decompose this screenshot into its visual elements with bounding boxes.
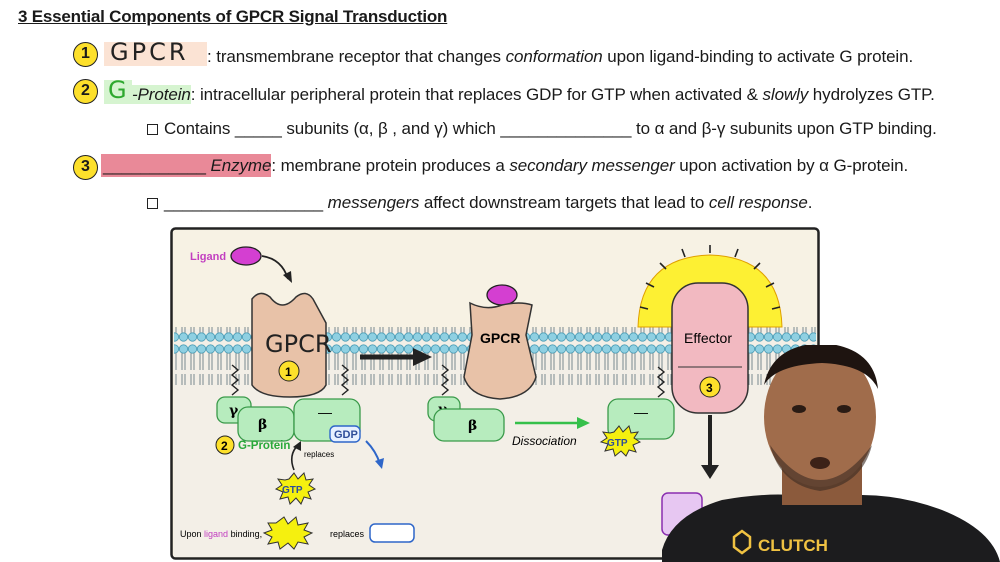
line-1: GPCR : transmembrane receptor that chang… <box>104 38 914 67</box>
gpcr-receptor-1 <box>251 292 327 398</box>
blank-underline: ___________ <box>103 156 206 175</box>
number-badge-2: 2 <box>73 79 98 104</box>
line-3-sub-emphasis: messengers <box>323 193 420 212</box>
line-1-emphasis: conformation <box>505 47 603 66</box>
effector-number-3: 3 <box>706 381 713 395</box>
effector-enzyme <box>671 282 749 414</box>
caption-upon: Upon ligand binding, <box>180 529 262 539</box>
line-2-emphasis: slowly <box>762 85 809 104</box>
line-3: ___________ Enzyme: membrane protein pro… <box>101 154 909 177</box>
shirt-logo-text: CLUTCH <box>758 536 828 555</box>
answer-blank-2: G <box>104 76 132 104</box>
ligand-label: Ligand <box>190 251 226 263</box>
line-3-text: : membrane protein produces a <box>271 156 510 175</box>
gamma-subunit-1: γ <box>229 403 239 419</box>
line-2-text: : intracellular peripheral protein that … <box>190 85 763 104</box>
line-2: G -Protein: intracellular peripheral pro… <box>104 76 935 105</box>
cell-response-emphasis: cell response <box>708 193 808 212</box>
caption-replaces: replaces <box>330 529 365 539</box>
alpha-blank-2: — <box>634 404 648 420</box>
gpcr-receptor-2 <box>463 301 537 400</box>
number-badge-1: 1 <box>73 42 98 67</box>
handwritten-gpcr: GPCR <box>110 38 189 66</box>
dissociation-label: Dissociation <box>512 434 577 448</box>
g-protein-term: -Protein <box>132 85 191 104</box>
enzyme-term: Enzyme <box>205 156 272 175</box>
gpcr-diagram: Ligand GPCR 1 γ β — GDP 2 G-Protein GTP … <box>170 227 820 560</box>
line-3-sub-text: affect downstream targets that lead to <box>419 193 709 212</box>
bullet-square-icon <box>147 124 158 135</box>
replaces-small-label: replaces <box>304 450 334 459</box>
gtp-label-2: GTP <box>607 438 628 449</box>
line-2-sub-text: Contains _____ subunits (α, β , and γ) w… <box>164 119 937 138</box>
line-3-text-end: upon activation by α G-protein. <box>674 156 909 175</box>
effector-label: Effector <box>684 330 732 346</box>
alpha-blank-1: — <box>318 404 332 420</box>
line-3-emphasis: secondary messenger <box>509 156 675 175</box>
line-1-text-end: upon ligand-binding to activate G protei… <box>602 47 914 66</box>
ligand-molecule <box>230 246 262 266</box>
answer-blank-3: ___________ Enzyme <box>101 154 271 177</box>
line-3-sub: _________________ messengers affect down… <box>147 193 812 213</box>
page-title: 3 Essential Components of GPCR Signal Tr… <box>18 7 448 26</box>
line-1-text: : transmembrane receptor that changes <box>207 47 506 66</box>
beta-subunit-2: β <box>468 418 477 434</box>
line-2-sub: Contains _____ subunits (α, β , and γ) w… <box>147 119 937 139</box>
presenter-webcam: CLUTCH <box>662 345 1000 562</box>
gprotein-number-2: 2 <box>221 439 228 453</box>
gpcr-handwritten-label: GPCR <box>265 330 332 358</box>
handwritten-g: G <box>108 76 130 104</box>
gtp-label-1: GTP <box>282 485 303 496</box>
gdp-label: GDP <box>334 429 358 441</box>
gpcr-label-2: GPCR <box>480 330 520 346</box>
line-2-text-end: hydrolyzes GTP. <box>808 85 935 104</box>
answer-blank-1: GPCR <box>104 38 207 66</box>
blank-underline: _________________ <box>164 193 324 212</box>
gprotein-label: G-Protein <box>238 440 290 452</box>
gpcr-number-1: 1 <box>285 365 292 379</box>
line-3-sub-end: . <box>807 193 813 212</box>
number-badge-3: 3 <box>73 155 98 180</box>
beta-subunit-1: β <box>258 417 267 433</box>
bullet-square-icon <box>147 198 158 209</box>
ligand-bound <box>486 284 518 306</box>
